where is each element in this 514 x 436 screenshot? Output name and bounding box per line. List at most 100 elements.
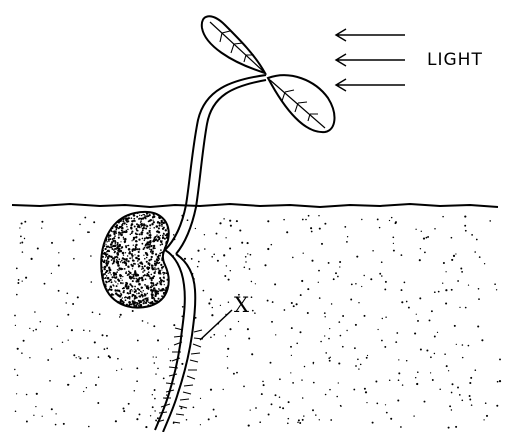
seed-dot	[123, 258, 125, 260]
soil-surface-line	[12, 204, 498, 207]
soil-dot	[442, 216, 444, 218]
soil-dot	[455, 426, 457, 428]
seed-dot	[165, 229, 167, 231]
seed-dot	[141, 223, 143, 225]
soil-dot	[321, 243, 323, 245]
seed-dot	[157, 298, 159, 300]
seed-dot	[151, 279, 153, 281]
soil-dot	[398, 379, 400, 381]
soil-dot	[381, 275, 383, 277]
soil-dot	[250, 409, 251, 410]
soil-dot	[337, 276, 339, 278]
seed-dot	[152, 286, 153, 287]
seed-dot	[114, 235, 116, 237]
soil-dot	[301, 379, 302, 380]
seed-dot	[160, 279, 162, 281]
soil-dot	[65, 302, 66, 303]
soil-dot	[252, 310, 254, 312]
soil-dot	[324, 316, 325, 317]
soil-dot	[157, 368, 159, 370]
seed-dot	[146, 254, 148, 256]
soil-dot	[40, 321, 41, 322]
seed-dot	[166, 237, 168, 239]
soil-dot	[248, 337, 250, 339]
seed-dot	[163, 278, 164, 279]
seed-dot	[135, 273, 137, 275]
seed-dot	[138, 218, 140, 220]
seed-dot	[129, 257, 131, 259]
soil-dot	[461, 399, 463, 401]
soil-dot	[300, 331, 302, 333]
soil-dot	[319, 419, 320, 420]
seed-dot	[134, 288, 135, 289]
seed-dot	[145, 227, 147, 229]
soil-dot	[300, 294, 302, 296]
seed-dot	[106, 288, 108, 290]
seed-dot	[163, 280, 165, 282]
seed-dot	[144, 301, 145, 302]
seed-dot	[132, 294, 134, 296]
soil-dot	[233, 373, 235, 375]
soil-dot	[415, 229, 416, 230]
seed-dot	[146, 300, 148, 302]
seed-dot	[109, 281, 110, 282]
seed-dot	[117, 253, 119, 255]
soil-dot	[429, 319, 431, 321]
seed-dot	[141, 226, 142, 227]
soil-dot	[42, 416, 43, 417]
soil-dot	[451, 289, 453, 291]
seed-dot	[159, 253, 161, 255]
root-hair	[193, 344, 201, 347]
seed-dot	[146, 225, 148, 227]
soil-dot	[324, 223, 326, 225]
seed-dot	[122, 220, 124, 222]
soil-dot	[67, 314, 69, 316]
soil-dot	[157, 417, 159, 419]
soil-dot	[41, 221, 43, 223]
soil-dot	[227, 356, 228, 357]
soil-dot	[255, 407, 257, 409]
soil-dot	[106, 335, 108, 337]
soil-dot	[320, 341, 322, 343]
soil-dot	[212, 307, 213, 308]
seed-dot	[119, 226, 121, 228]
seed-dot	[116, 232, 117, 233]
soil-dot	[372, 250, 374, 252]
soil-dot	[35, 329, 37, 331]
seed-dot	[104, 248, 106, 250]
soil-dot	[51, 348, 53, 350]
root-hair	[184, 385, 193, 386]
seed-dot	[120, 302, 122, 304]
seed-dot	[146, 212, 148, 214]
seed-dot	[127, 287, 129, 289]
soil-dot	[489, 220, 491, 222]
seed-dot	[140, 263, 142, 265]
seed-dot	[143, 269, 145, 271]
seed-dot	[117, 244, 118, 245]
soil-dot	[313, 382, 315, 384]
seed-dot	[149, 224, 151, 226]
soil-dot	[51, 273, 52, 274]
soil-dot	[29, 357, 30, 358]
soil-dot	[275, 394, 277, 396]
soil-dot	[364, 388, 366, 390]
seed-dot	[148, 212, 150, 214]
seed-dot	[108, 267, 110, 269]
soil-dot	[270, 362, 272, 364]
seed-dot	[111, 287, 112, 288]
seed-dot	[103, 245, 105, 247]
soil-dot	[381, 261, 383, 263]
seed-dot	[142, 243, 144, 245]
seed-dot	[138, 265, 140, 267]
soil-dot	[87, 231, 89, 233]
seed-dot	[110, 243, 113, 246]
soil-dot	[19, 227, 20, 228]
soil-dot	[95, 384, 97, 386]
soil-dot	[344, 226, 346, 228]
seed-dot	[122, 218, 124, 220]
soil-dot	[89, 330, 90, 331]
soil-dot	[434, 228, 436, 230]
soil-dot	[21, 222, 23, 224]
seed-dot	[132, 251, 134, 253]
seed-dot	[123, 287, 125, 289]
